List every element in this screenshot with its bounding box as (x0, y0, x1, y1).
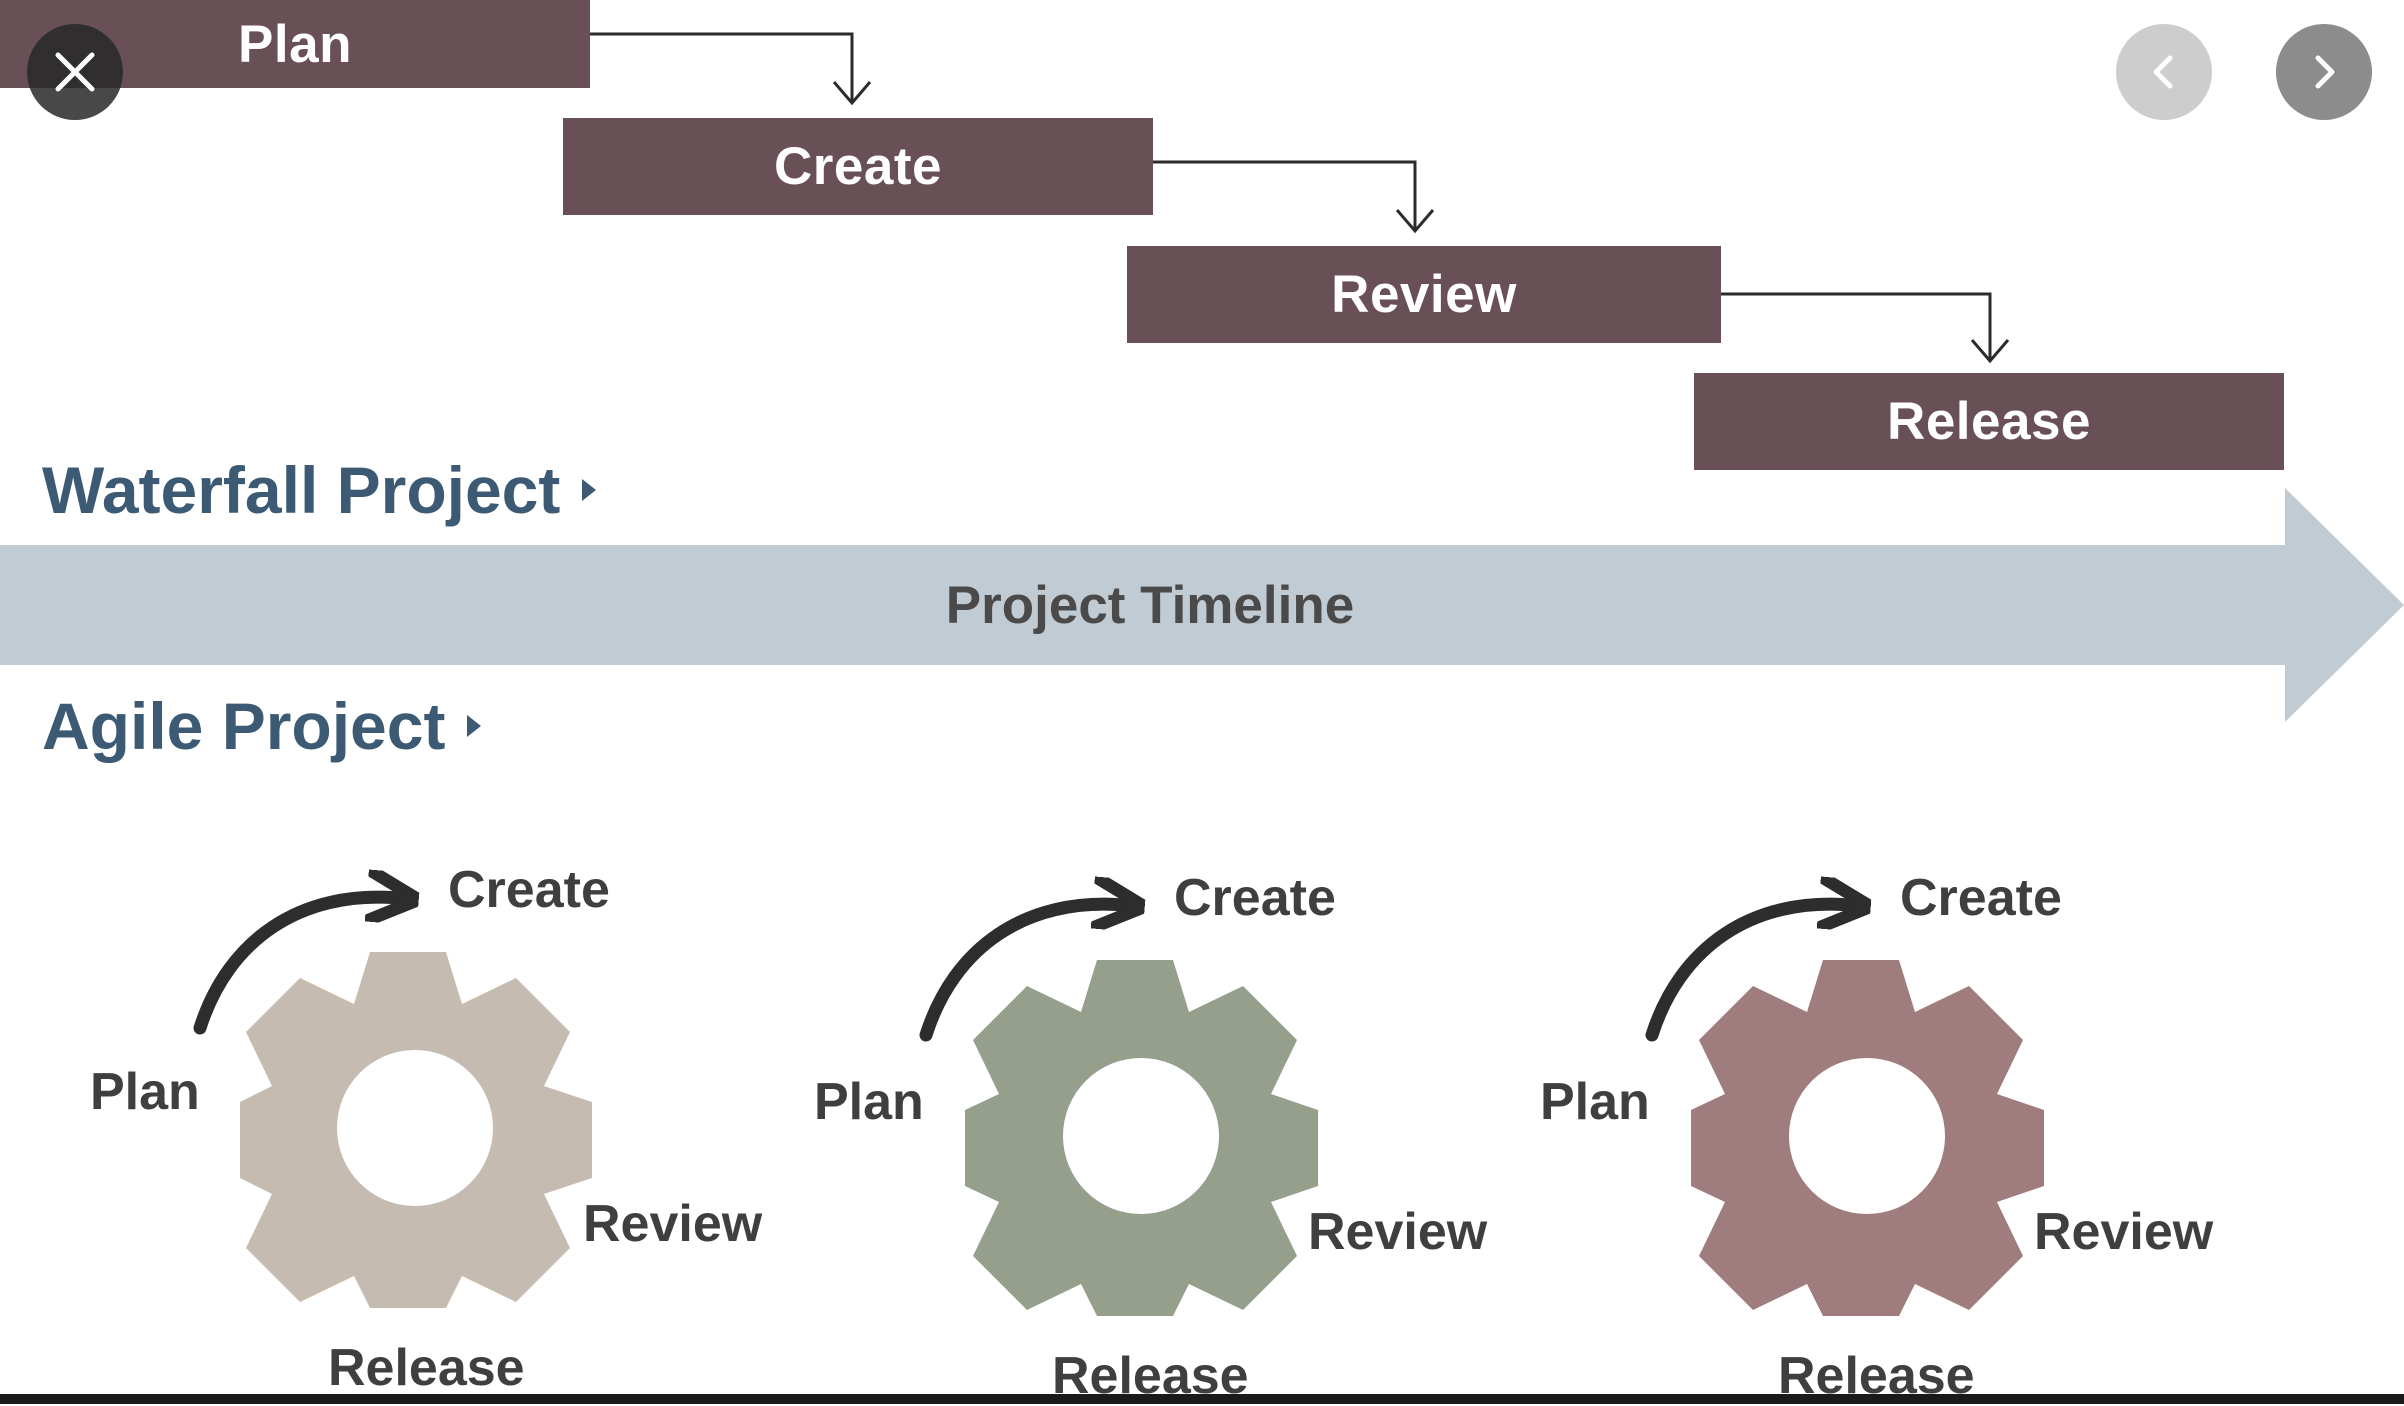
connector-create-review-head (1395, 209, 1435, 234)
connector-plan-create (590, 32, 854, 102)
chevron-right-icon (2315, 55, 2335, 89)
previous-button[interactable] (2116, 24, 2212, 120)
cycle-3-create: Create (1900, 869, 2062, 927)
connector-plan-create-head (832, 81, 872, 106)
cycle-3-review: Review (2034, 1203, 2214, 1261)
cycle-arrow-icon (1645, 904, 1850, 1042)
timeline-arrow-head (2285, 488, 2404, 722)
bottom-edge (0, 1394, 2404, 1404)
cycle-2-plan: Plan (814, 1073, 924, 1131)
close-icon (55, 52, 95, 92)
waterfall-step-review: Review (1127, 246, 1721, 343)
gear-icon-cycle-3 (1645, 904, 2044, 1316)
cycle-1-create: Create (448, 861, 610, 919)
next-button[interactable] (2276, 24, 2372, 120)
cycle-arrow-icon (193, 897, 398, 1035)
waterfall-connectors (590, 32, 2010, 364)
cycle-2-create: Create (1174, 869, 1336, 927)
gear-icon-cycle-1 (193, 897, 592, 1308)
cycle-1-plan: Plan (90, 1063, 200, 1121)
cycle-2-review: Review (1308, 1203, 1488, 1261)
waterfall-step-create: Create (563, 118, 1153, 215)
connector-review-release-head (1970, 339, 2010, 364)
waterfall-project-label: Waterfall Project (42, 453, 561, 527)
caret-right-icon (467, 715, 482, 737)
chevron-left-icon (2153, 55, 2173, 89)
cycle-arrow-icon (919, 904, 1124, 1042)
timeline-label: Project Timeline (945, 575, 1355, 635)
gear-icon-cycle-2 (919, 904, 1318, 1316)
agile-gears (193, 820, 2044, 1316)
timeline-arrow-body (0, 545, 2285, 665)
caret-right-icon (582, 479, 597, 501)
close-button[interactable] (27, 24, 123, 120)
connector-review-release (1721, 292, 1992, 360)
cycle-1-release: Release (328, 1339, 525, 1397)
waterfall-project-heading: Waterfall Project (42, 448, 597, 532)
connector-create-review (1153, 160, 1417, 230)
cycle-1-review: Review (583, 1195, 763, 1253)
agile-project-label: Agile Project (42, 689, 446, 763)
cycle-3-plan: Plan (1540, 1073, 1650, 1131)
waterfall-step-release: Release (1694, 373, 2284, 470)
agile-project-heading: Agile Project (42, 684, 482, 768)
